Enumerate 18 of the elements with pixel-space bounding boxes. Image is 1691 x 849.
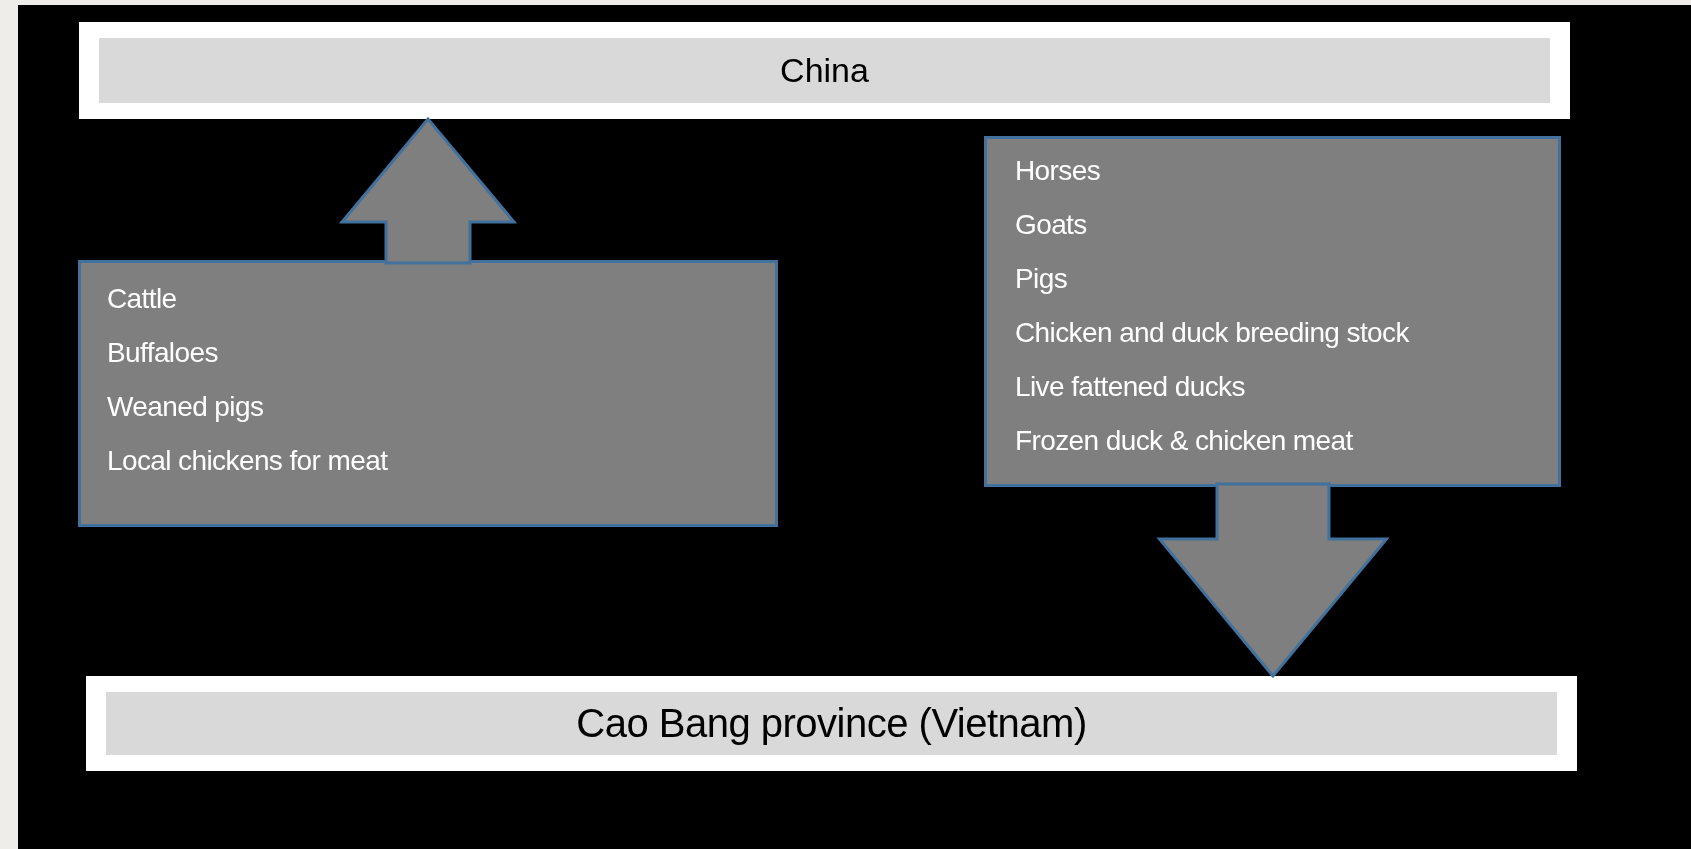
- block-arrow: [1156, 482, 1390, 679]
- livestock-item: Live fattened ducks: [1015, 370, 1245, 404]
- livestock-item: Buffaloes: [107, 336, 218, 370]
- livestock-item: Goats: [1015, 208, 1087, 242]
- country-banner: [79, 22, 1570, 119]
- livestock-item: Weaned pigs: [107, 390, 264, 424]
- livestock-item: Chicken and duck breeding stock: [1015, 316, 1409, 350]
- region-label: China: [780, 51, 869, 90]
- livestock-callout-box: [984, 136, 1561, 487]
- region-label: Cao Bang province (Vietnam): [576, 701, 1087, 746]
- livestock-callout-box: [78, 260, 778, 527]
- livestock-item: Frozen duck & chicken meat: [1015, 424, 1353, 458]
- livestock-item: Pigs: [1015, 262, 1068, 296]
- block-arrow: [338, 116, 518, 265]
- country-banner: [86, 676, 1577, 771]
- livestock-item: Cattle: [107, 282, 177, 316]
- livestock-item: Local chickens for meat: [107, 444, 388, 478]
- livestock-item: Horses: [1015, 154, 1101, 188]
